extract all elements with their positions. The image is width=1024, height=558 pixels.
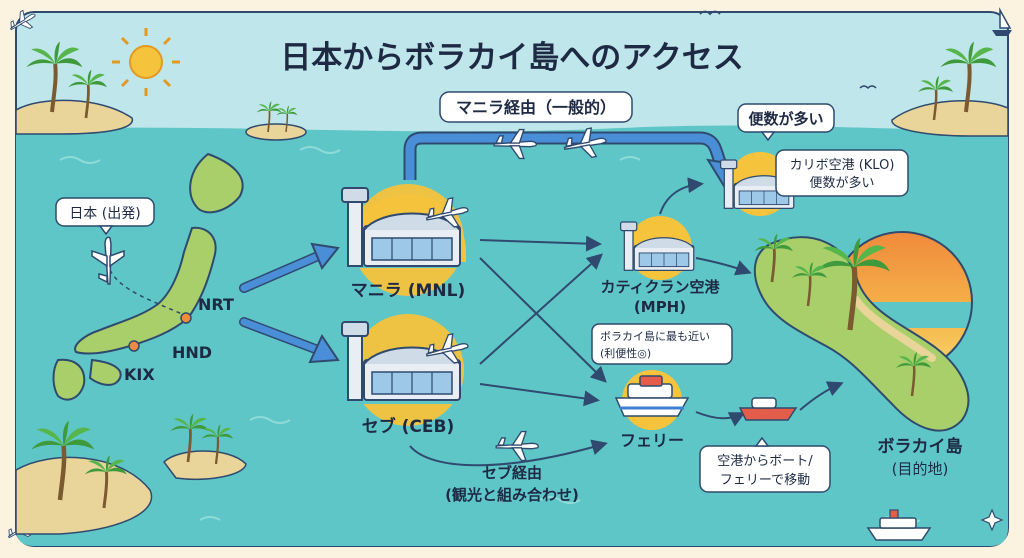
cebu-route-label-line2: (観光と組み合わせ) xyxy=(445,486,579,504)
ferry-note-callout: 空港からボート/ フェリーで移動 xyxy=(699,436,831,493)
manila-airport-icon xyxy=(341,184,472,296)
bird-icon xyxy=(699,10,721,16)
page-title: 日本からボラカイ島へのアクセス xyxy=(280,40,743,76)
caticlan-note-line2: (利便性◎) xyxy=(600,346,651,360)
cebu-airport-icon xyxy=(341,314,472,426)
island-bottom-left xyxy=(15,421,153,535)
island-small xyxy=(163,412,247,480)
destination-label-line1: ボラカイ島 xyxy=(878,436,963,457)
island-top-mid xyxy=(245,100,307,141)
connection-lines xyxy=(409,177,844,467)
kalibo-callout: 便数が多い xyxy=(737,103,835,142)
sun-icon xyxy=(112,28,180,96)
caticlan-label-line1: カティクラン空港 xyxy=(600,278,720,296)
kix-marker xyxy=(128,340,140,352)
caticlan-airport-icon xyxy=(619,216,695,280)
ferry-label: フェリー xyxy=(620,431,684,450)
japan-to-manila-arrow xyxy=(239,242,340,293)
sailboat-icon xyxy=(992,7,1012,36)
ferry-note-line2: フェリーで移動 xyxy=(720,473,810,488)
kalibo-callout-label: 便数が多い xyxy=(748,110,823,128)
island-top-right xyxy=(891,42,1009,137)
airport-hnd: HND xyxy=(172,343,212,362)
airport-kix: KIX xyxy=(124,365,155,384)
sparkle-icon xyxy=(980,508,1004,532)
island-top-left xyxy=(15,42,134,135)
origin-callout: 日本 (出発) xyxy=(55,197,155,236)
japan-map xyxy=(52,152,244,401)
origin-label: 日本 (出発) xyxy=(69,206,140,222)
destination-label-line2: (目的地) xyxy=(892,460,949,478)
ferry-icon xyxy=(614,370,690,430)
caticlan-note-line1: ボラカイ島に最も近い xyxy=(600,329,710,343)
japan-to-cebu-arrow xyxy=(239,317,340,364)
cebu-route-label-line1: セブ経由 xyxy=(482,464,542,482)
bird-icon xyxy=(859,85,877,90)
manila-route-callout: マニラ経由（一般的） xyxy=(439,91,633,123)
caticlan-note-callout: ボラカイ島に最も近い (利便性◎) xyxy=(591,323,733,365)
hub-manila-label: マニラ (MNL) xyxy=(351,281,465,301)
speedboat-icon xyxy=(738,397,798,421)
kalibo-note-line1: カリボ空港 (KLO) xyxy=(790,158,895,173)
kalibo-note-callout: カリボ空港 (KLO) 便数が多い xyxy=(775,149,909,197)
manila-route-label: マニラ経由（一般的） xyxy=(456,98,616,117)
ferry-note-line1: 空港からボート/ xyxy=(717,454,813,469)
cruise-ship-icon xyxy=(866,509,932,541)
hub-cebu-label: セブ (CEB) xyxy=(362,416,455,437)
airport-nrt: NRT xyxy=(198,295,234,314)
caticlan-label-line2: (MPH) xyxy=(634,298,686,316)
boracay-island xyxy=(753,231,973,432)
nrt-hnd-marker xyxy=(180,312,192,324)
kalibo-note-line2: 便数が多い xyxy=(809,175,874,191)
